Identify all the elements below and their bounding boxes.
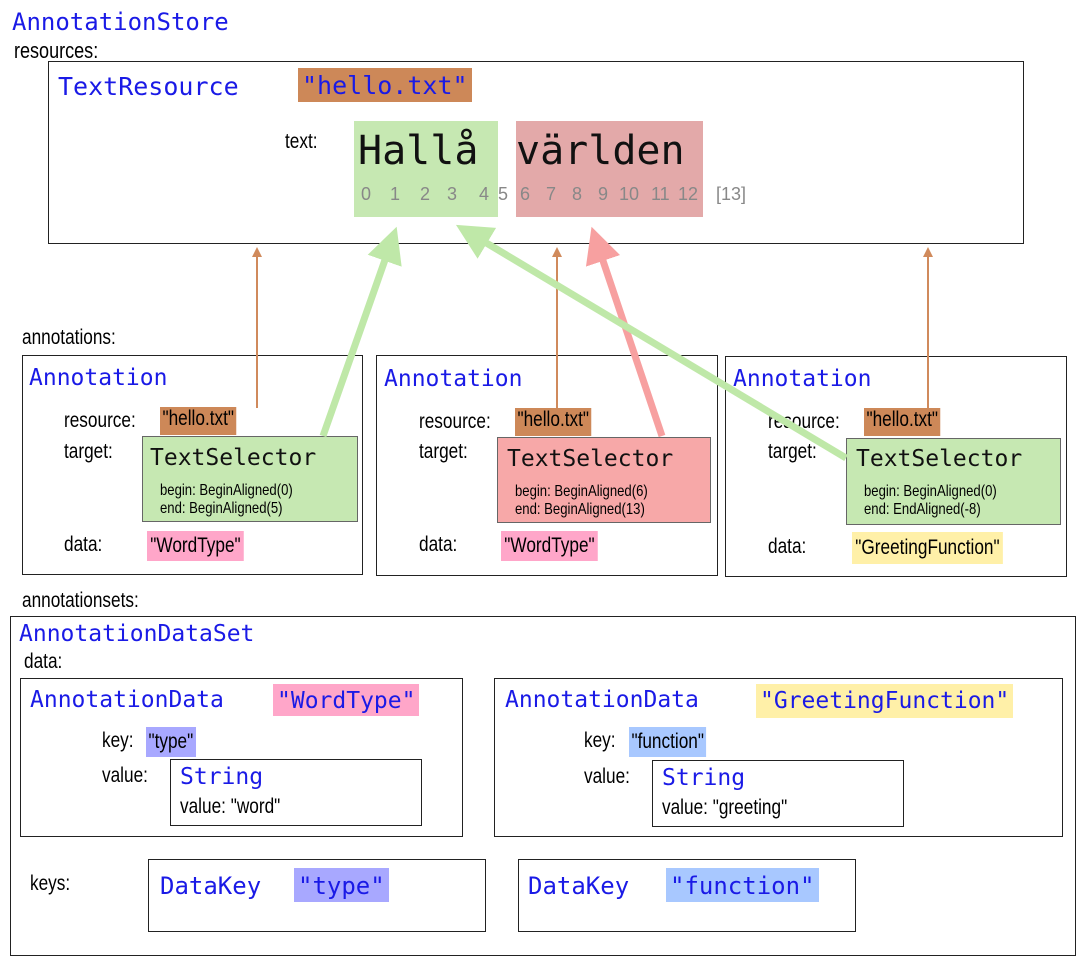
annotation-data-2-type: AnnotationData — [505, 687, 699, 713]
data-key-2-type: DataKey — [528, 872, 630, 900]
annotation-data-2-value: value: "greeting" — [662, 796, 788, 819]
keys-label: keys: — [30, 872, 71, 895]
annotation-3-data-label: data: — [768, 535, 807, 558]
annotation-2-begin: begin: BeginAligned(6) — [515, 483, 648, 500]
annotation-1-type: Annotation — [29, 365, 168, 391]
annotation-data-1-key: "type" — [146, 727, 196, 757]
annotation-3-type: Annotation — [733, 366, 872, 392]
annotation-data-2-id: "GreetingFunction" — [756, 684, 1014, 718]
annotation-1-selector-type: TextSelector — [150, 445, 317, 471]
annotation-1-resource: "hello.txt" — [160, 407, 237, 435]
annotation-2-target-label: target: — [419, 440, 468, 463]
annotation-dataset-type: AnnotationDataSet — [19, 621, 255, 647]
annotation-3-begin: begin: BeginAligned(0) — [864, 483, 997, 500]
offset-8: 8 — [572, 184, 583, 204]
annotation-data-1-value: value: "word" — [180, 795, 281, 818]
word2-highlight — [516, 121, 703, 217]
annotation-2-selector-type: TextSelector — [507, 446, 674, 472]
annotation-1-selector — [142, 436, 358, 522]
offset-5: 5 — [498, 184, 509, 204]
annotation-store-title: AnnotationStore — [12, 8, 229, 36]
offset-end: [13] — [716, 184, 747, 204]
offset-4: 4 — [479, 184, 490, 204]
annotation-1-resource-label: resource: — [64, 409, 136, 432]
annotation-data-1-type: AnnotationData — [30, 687, 224, 713]
annotation-data-2-value-type: String — [662, 765, 746, 791]
annotation-1-data-label: data: — [64, 533, 103, 556]
data-key-2-id: "function" — [666, 868, 819, 902]
annotation-3-selector — [846, 438, 1061, 525]
offset-6: 6 — [520, 184, 531, 204]
offset-11: 11 — [651, 184, 670, 204]
offset-0: 0 — [361, 184, 372, 204]
annotationsets-label: annotationsets: — [22, 589, 139, 612]
offset-7: 7 — [546, 184, 557, 204]
annotation-1-end: end: BeginAligned(5) — [160, 500, 283, 517]
offset-2: 2 — [420, 184, 431, 204]
annotation-3-resource-label: resource: — [768, 410, 840, 433]
annotation-1-data: "WordType" — [147, 531, 244, 561]
annotation-2-resource: "hello.txt" — [515, 408, 592, 436]
annotation-data-1-id: "WordType" — [273, 684, 420, 716]
annotation-1-target-label: target: — [64, 440, 113, 463]
annotation-3-target-label: target: — [768, 440, 817, 463]
annotations-label: annotations: — [22, 326, 116, 349]
annotation-2-data-label: data: — [419, 533, 458, 556]
annotation-data-1-key-label: key: — [102, 729, 134, 752]
annotation-2-resource-label: resource: — [419, 410, 491, 433]
data-key-1-id: "type" — [294, 868, 389, 902]
text-label: text: — [285, 130, 318, 153]
offset-1: 1 — [390, 184, 401, 204]
offset-3: 3 — [447, 184, 458, 204]
resources-label: resources: — [14, 38, 99, 63]
data-key-1-type: DataKey — [160, 872, 262, 900]
annotation-2-end: end: BeginAligned(13) — [515, 501, 645, 518]
offset-12: 12 — [678, 184, 699, 204]
annotation-data-1-value-label: value: — [102, 764, 148, 787]
offset-9: 9 — [598, 184, 609, 204]
offset-10: 10 — [619, 184, 640, 204]
annotation-3-data: "GreetingFunction" — [852, 532, 1003, 564]
annotation-data-2-key-label: key: — [584, 729, 616, 752]
annotation-2-data: "WordType" — [501, 531, 598, 561]
selector-arrow-2 — [585, 226, 666, 438]
annotation-data-2-value-box — [652, 760, 904, 827]
selector-arrow-1 — [319, 226, 402, 438]
word2-text: världen — [516, 128, 685, 174]
text-resource-type: TextResource — [58, 72, 239, 101]
dataset-data-label: data: — [24, 650, 63, 673]
annotation-3-end: end: EndAligned(-8) — [864, 501, 981, 518]
annotation-1-begin: begin: BeginAligned(0) — [160, 482, 293, 499]
selector-arrow-3 — [455, 224, 848, 462]
annotation-data-1-value-box — [170, 759, 422, 826]
word1-text: Hallå — [358, 128, 479, 174]
annotation-data-2-value-label: value: — [584, 765, 630, 788]
annotation-data-1-value-type: String — [180, 764, 264, 790]
annotation-3-resource: "hello.txt" — [864, 408, 941, 436]
annotation-2-selector — [497, 437, 711, 523]
annotation-3-selector-type: TextSelector — [856, 446, 1023, 472]
text-resource-id: "hello.txt" — [298, 68, 472, 102]
annotation-2-type: Annotation — [384, 366, 523, 392]
word1-highlight — [354, 121, 498, 217]
annotation-data-2-key: "function" — [629, 727, 707, 757]
